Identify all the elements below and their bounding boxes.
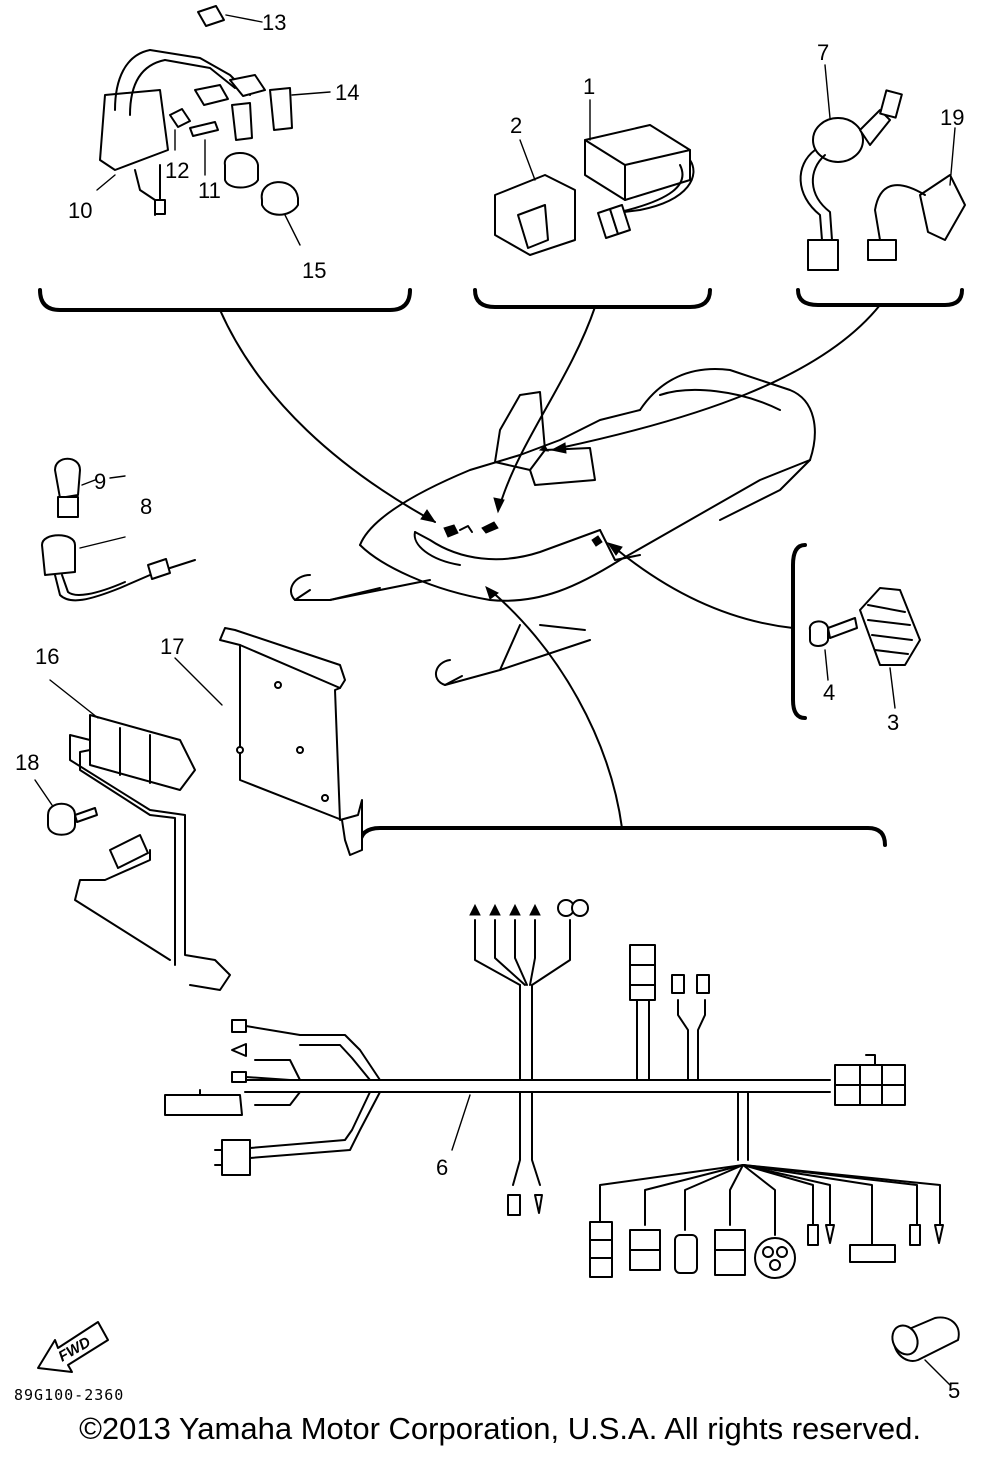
callout-6: 6: [436, 1155, 448, 1180]
callout-3: 3: [887, 710, 899, 735]
part-5-fitting: [891, 1316, 960, 1386]
callout-5: 5: [948, 1378, 960, 1403]
callout-10: 10: [68, 198, 92, 223]
leader-lines: [219, 304, 881, 829]
relay-assembly: [34, 679, 231, 991]
wiring-harness: [164, 899, 944, 1279]
callout-4: 4: [823, 680, 835, 705]
drawing-code: 89G100-2360: [14, 1386, 124, 1404]
snowmobile-illustration: [290, 368, 816, 686]
callout-15: 15: [302, 258, 326, 283]
callout-2: 2: [510, 113, 522, 138]
callout-12: 12: [165, 158, 189, 183]
callout-19: 19: [940, 105, 964, 130]
group-bracket-switches: [796, 288, 964, 307]
group-bracket-regulator: [791, 543, 807, 720]
callout-9: 9: [94, 469, 106, 494]
bulb-socket-assembly: [41, 457, 196, 602]
callout-14: 14: [335, 80, 359, 105]
group-bracket-harness: [358, 826, 887, 847]
callout-16: 16: [35, 644, 59, 669]
callout-11: 11: [198, 178, 221, 203]
callout-numbers: 1 2 3 4 5 6 7 8 9 10 11 12 13 14 15 16 1…: [15, 10, 964, 1403]
group-bracket-ignition: [38, 288, 412, 312]
callout-17: 17: [160, 634, 184, 659]
callout-1: 1: [583, 74, 595, 99]
callout-8: 8: [140, 494, 152, 519]
regulator-assembly: [808, 587, 921, 709]
copyright-notice: ©2013 Yamaha Motor Corporation, U.S.A. A…: [79, 1411, 921, 1446]
callout-7: 7: [817, 40, 829, 65]
ignition-coil-assembly: [96, 5, 331, 246]
forward-direction-arrow: FWD: [37, 1321, 109, 1373]
switch-assembly: [799, 64, 966, 271]
mounting-plate: [174, 627, 363, 856]
cdi-unit-assembly: [494, 99, 695, 256]
callout-18: 18: [15, 750, 39, 775]
group-bracket-cdi: [473, 288, 712, 309]
callout-13: 13: [262, 10, 286, 35]
